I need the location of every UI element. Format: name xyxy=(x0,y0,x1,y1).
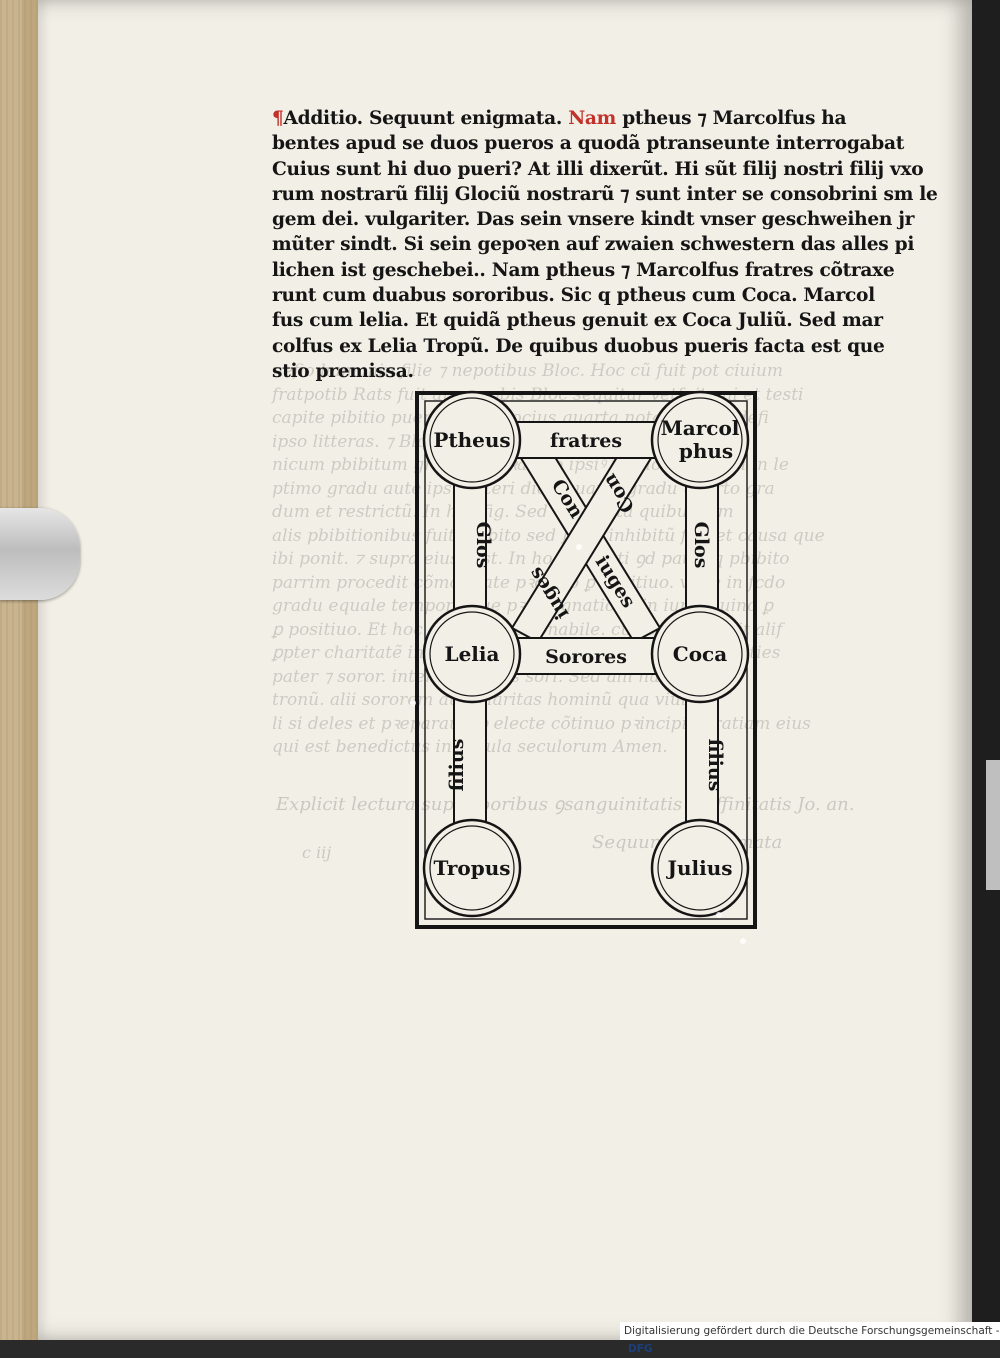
left-upper-bar xyxy=(453,469,487,621)
digitization-credit: Digitalisierung gefördert durch die Deut… xyxy=(620,1322,1000,1355)
show-through-line: nefio hamanin filie ⁊ nepotibus Bloc. Ho… xyxy=(272,361,783,381)
text-line: runt cum duabus sororibus. Sic q ptheus … xyxy=(272,285,875,307)
facing-page-strip xyxy=(986,760,1000,890)
node-marcolphus xyxy=(650,390,750,490)
label-coca: Coca xyxy=(673,642,727,666)
node-tropus xyxy=(422,818,522,918)
label-glos-right: Glos xyxy=(690,522,712,569)
show-through-line: parrim procedit cõmoditate pꝛopꝛio ꝑ pos… xyxy=(272,572,786,593)
credit-text: Digitalisierung gefördert durch die Deut… xyxy=(624,1325,1000,1337)
text-line: mũter sindt. Si sein gepoꝛen auf zwaien … xyxy=(272,234,915,256)
node-ptheus xyxy=(422,390,522,490)
label-lelia: Lelia xyxy=(445,642,500,666)
label-marcolphus-1: Marcol xyxy=(661,416,740,440)
text-line: lichen ist geschebei.. Nam ptheus ⁊ Marc… xyxy=(272,259,895,281)
paper-speck xyxy=(740,938,746,944)
label-glos-left: Glos xyxy=(472,522,494,569)
show-through-line: ptimo gradu aute ipsiꝰ alteri dicit quar… xyxy=(272,478,775,499)
show-through-line: tronũ. alii sororem aut charitas hominũ … xyxy=(272,690,713,710)
text-line: bentes apud se duos pueros a quodã ptran… xyxy=(272,133,905,155)
page-clip xyxy=(0,508,80,600)
paper-speck xyxy=(716,912,722,918)
text-line: rum nostrarũ filij Glociũ nostrarũ ⁊ sun… xyxy=(272,183,938,205)
book-gutter-right xyxy=(970,0,1000,1340)
node-julius xyxy=(650,818,750,918)
label-tropus: Tropus xyxy=(433,856,510,880)
paper-speck xyxy=(410,700,416,706)
label-sorores: Sorores xyxy=(545,646,627,668)
diagram-frame xyxy=(415,391,757,929)
text-line: ¶Additio. Sequunt enigmata. Nam ptheus ⁊… xyxy=(272,108,847,129)
show-through-line: li si deles et pꝛeparauit ꝑ electe cõtin… xyxy=(272,713,811,734)
dfg-logo: DFG xyxy=(628,1343,653,1355)
text-line: gem dei. vulgariter. Das sein vnsere kin… xyxy=(272,209,915,231)
main-text-block: ¶Additio. Sequunt enigmata. Nam ptheus ⁊… xyxy=(272,106,938,384)
label-filius-left: filius xyxy=(446,739,468,792)
paper-speck xyxy=(576,544,582,550)
top-bar xyxy=(507,421,665,459)
node-lelia xyxy=(422,604,522,704)
label-marcolphus-2: phus xyxy=(679,439,733,463)
text-line: colfus ex Lelia Tropũ. De quibus duobus … xyxy=(272,335,885,357)
kinship-diagram-svg: Ptheus Marcol phus Lelia Coca Tropus Jul… xyxy=(415,390,757,929)
label-julius: Julius xyxy=(666,856,733,880)
rubric-word: Nam xyxy=(568,108,617,129)
right-lower-bar xyxy=(685,689,719,841)
label-filius-right: filius xyxy=(704,739,726,792)
label-fratres: fratres xyxy=(550,430,622,452)
label-ptheus: Ptheus xyxy=(433,428,510,452)
paragraph-mark: ¶ xyxy=(272,108,284,129)
text-line: Cuius sunt hi duo pueri? At illi dixerũt… xyxy=(272,158,924,180)
text-line: stio premissa. xyxy=(272,360,414,382)
show-through-line: ibi ponit. ⁊ supra eius. Est. In hoc vti… xyxy=(272,549,790,569)
text-line: fus cum lelia. Et quidã ptheus genuit ex… xyxy=(272,310,883,332)
kinship-diagram: Ptheus Marcol phus Lelia Coca Tropus Jul… xyxy=(414,390,758,930)
show-through-signature: c iij xyxy=(302,843,332,862)
middle-bar xyxy=(507,637,665,675)
node-coca xyxy=(650,604,750,704)
